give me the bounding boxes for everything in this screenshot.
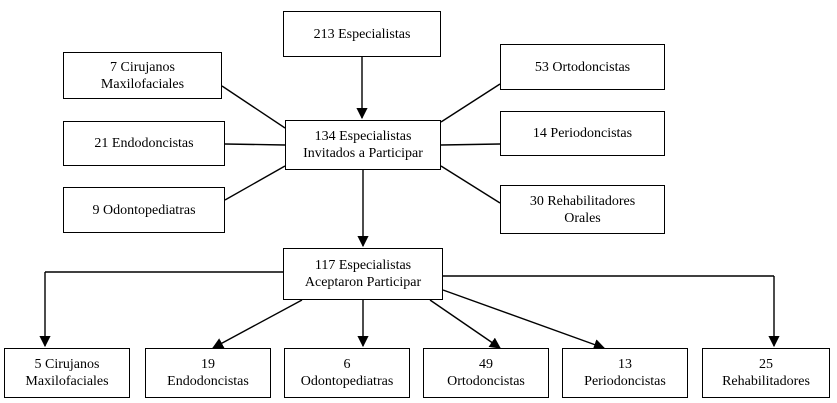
node-cirujanos-accepted: 5 Cirujanos Maxilofaciales bbox=[4, 348, 130, 398]
node-cirujanos-invited: 7 Cirujanos Maxilofaciales bbox=[63, 52, 222, 99]
arrow-to-ortodoncistas-accepted bbox=[429, 299, 501, 349]
connector-ortodoncistas-invited bbox=[440, 83, 501, 123]
connector-periodoncistas-invited bbox=[440, 143, 501, 146]
node-invited-specialists: 134 Especialistas Invitados a Participar bbox=[285, 120, 441, 170]
arrow-to-endodoncistas-accepted bbox=[212, 299, 303, 349]
arrow-to-periodoncistas-accepted bbox=[442, 289, 606, 350]
node-endodoncistas-invited: 21 Endodoncistas bbox=[63, 121, 225, 166]
node-endodoncistas-accepted: 19 Endodoncistas bbox=[145, 348, 271, 398]
connector-cirujanos-invited bbox=[221, 85, 286, 129]
node-rehabilitadores-invited: 30 Rehabilitadores Orales bbox=[500, 185, 665, 234]
node-periodoncistas-accepted: 13 Periodoncistas bbox=[562, 348, 688, 398]
node-odontopediatras-accepted: 6 Odontopediatras bbox=[284, 348, 410, 398]
node-ortodoncistas-invited: 53 Ortodoncistas bbox=[500, 44, 665, 90]
node-rehabilitadores-accepted: 25 Rehabilitadores bbox=[702, 348, 830, 398]
connector-endodoncistas-invited bbox=[224, 143, 286, 146]
node-accepted-specialists: 117 Especialistas Aceptaron Participar bbox=[283, 248, 443, 300]
node-ortodoncistas-accepted: 49 Ortodoncistas bbox=[423, 348, 549, 398]
node-periodoncistas-invited: 14 Periodoncistas bbox=[500, 111, 665, 156]
connector-odontopediatras-invited bbox=[224, 165, 286, 201]
node-odontopediatras-invited: 9 Odontopediatras bbox=[63, 187, 225, 233]
connector-rehabilitadores-invited bbox=[440, 165, 501, 204]
node-total-specialists: 213 Especialistas bbox=[283, 11, 441, 57]
